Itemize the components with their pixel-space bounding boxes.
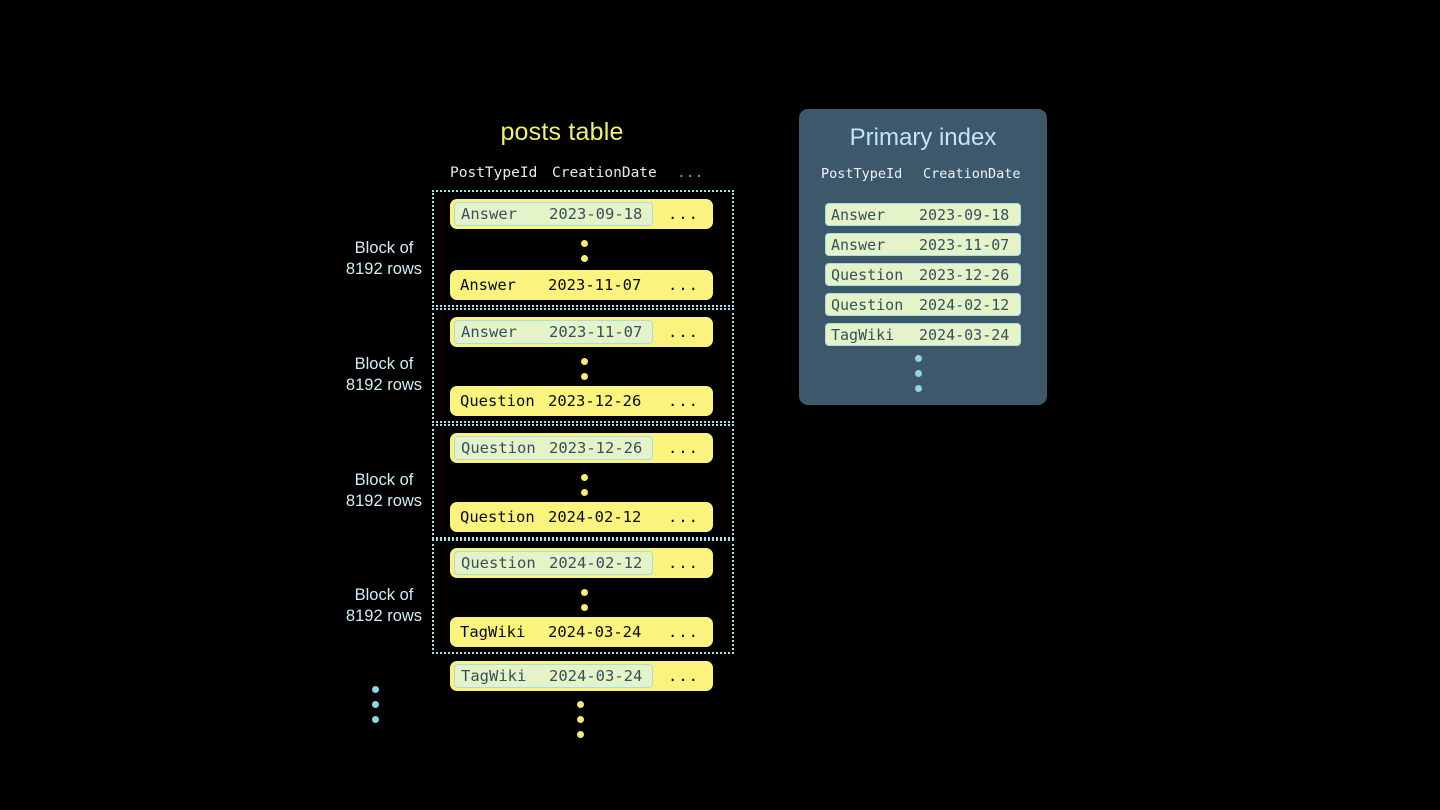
cell-creationdate: 2023-11-07 (548, 276, 642, 294)
cell-creationdate: 2024-03-24 (919, 325, 1010, 344)
cell-posttypeid: TagWiki (460, 623, 526, 641)
block-4: Question 2024-02-12 ... TagWiki 2024-03-… (432, 539, 734, 654)
cell-posttypeid: Answer (460, 276, 516, 294)
cell-creationdate: 2023-09-18 (549, 205, 643, 223)
index-entry: TagWiki 2024-03-24 (825, 323, 1021, 346)
cell-creationdate: 2023-09-18 (919, 205, 1010, 224)
cell-posttypeid: Question (831, 265, 904, 284)
row-highlight-box: Question 2024-02-12 (454, 551, 653, 575)
cell-posttypeid: Answer (831, 205, 886, 224)
block-label-line1: Block of (354, 471, 414, 489)
column-header-more: ... (677, 165, 704, 181)
cell-creationdate: 2023-12-26 (548, 392, 642, 410)
posts-table-group: posts table PostTypeId CreationDate ... … (332, 118, 752, 758)
table-row: TagWiki 2024-03-24 ... (450, 617, 713, 647)
table-row: Question 2024-02-12 ... (450, 548, 713, 578)
cell-more: ... (668, 667, 699, 685)
block-label-line2: 8192 rows (345, 607, 423, 625)
index-entry: Question 2024-02-12 (825, 293, 1021, 316)
row-highlight-box: Answer 2023-11-07 (454, 320, 653, 344)
cell-posttypeid: Question (831, 295, 904, 314)
cell-posttypeid: Answer (461, 323, 517, 341)
index-entry: Answer 2023-09-18 (825, 203, 1021, 226)
row-highlight-box: TagWiki 2024-03-24 (454, 664, 653, 688)
block-label-line1: Block of (354, 355, 414, 373)
cell-posttypeid: TagWiki (831, 325, 895, 344)
primary-index-panel: Primary index PostTypeId CreationDate An… (799, 109, 1047, 405)
cell-creationdate: 2024-03-24 (548, 623, 642, 641)
index-entry: Question 2023-12-26 (825, 263, 1021, 286)
block-label-line1: Block of (354, 239, 414, 257)
primary-index-title: Primary index (849, 124, 997, 151)
table-row-trailing: TagWiki 2024-03-24 ... (450, 661, 713, 691)
cell-more: ... (668, 554, 699, 572)
table-row: Question 2024-02-12 ... (450, 502, 713, 532)
block-label-line2: 8192 rows (345, 492, 423, 510)
block-3: Question 2023-12-26 ... Question 2024-02… (432, 424, 734, 539)
cell-more: ... (668, 508, 699, 526)
cell-creationdate: 2024-02-12 (548, 508, 642, 526)
table-row: Answer 2023-11-07 ... (450, 317, 713, 347)
table-row: Answer 2023-11-07 ... (450, 270, 713, 300)
block-label-line2: 8192 rows (345, 260, 423, 278)
cell-creationdate: 2024-02-12 (549, 554, 643, 572)
index-ellipsis-dots (915, 355, 923, 400)
column-header-creationdate: CreationDate (552, 165, 657, 181)
cell-posttypeid: Question (460, 392, 535, 410)
cell-posttypeid: Answer (831, 235, 886, 254)
table-row: Question 2023-12-26 ... (450, 433, 713, 463)
cell-creationdate: 2023-12-26 (919, 265, 1010, 284)
block-label-line2: 8192 rows (345, 376, 423, 394)
block-label-3: Block of 8192 rows (332, 470, 436, 512)
column-header-creationdate: CreationDate (923, 166, 1021, 182)
block-label-4: Block of 8192 rows (332, 585, 436, 627)
table-ellipsis-dots (577, 701, 585, 746)
cell-creationdate: 2023-12-26 (549, 439, 643, 457)
cell-creationdate: 2024-03-24 (549, 667, 643, 685)
posts-table-column-headers: PostTypeId CreationDate ... (432, 165, 717, 185)
row-highlight-box: Answer 2023-09-18 (454, 202, 653, 226)
block-2: Answer 2023-11-07 ... Question 2023-12-2… (432, 308, 734, 423)
cell-more: ... (668, 276, 699, 294)
cell-more: ... (668, 623, 699, 641)
row-highlight-box: Question 2023-12-26 (454, 436, 653, 460)
cell-more: ... (668, 439, 699, 457)
column-header-posttypeid: PostTypeId (450, 165, 538, 181)
posts-table-title: posts table (500, 118, 624, 146)
block-label-2: Block of 8192 rows (332, 354, 436, 396)
cell-creationdate: 2023-11-07 (919, 235, 1010, 254)
index-entry: Answer 2023-11-07 (825, 233, 1021, 256)
cell-creationdate: 2024-02-12 (919, 295, 1010, 314)
cell-posttypeid: Question (461, 554, 536, 572)
primary-index-column-headers: PostTypeId CreationDate (799, 166, 1047, 186)
cell-more: ... (668, 392, 699, 410)
cell-posttypeid: TagWiki (461, 667, 527, 685)
table-row: Question 2023-12-26 ... (450, 386, 713, 416)
block-label-1: Block of 8192 rows (332, 238, 436, 280)
table-row: Answer 2023-09-18 ... (450, 199, 713, 229)
cell-posttypeid: Answer (461, 205, 517, 223)
cell-posttypeid: Question (461, 439, 536, 457)
cell-more: ... (668, 323, 699, 341)
cell-more: ... (668, 205, 699, 223)
cell-creationdate: 2023-11-07 (549, 323, 643, 341)
block-label-line1: Block of (354, 586, 414, 604)
cell-posttypeid: Question (460, 508, 535, 526)
block-1: Answer 2023-09-18 ... Answer 2023-11-07 … (432, 190, 734, 307)
column-header-posttypeid: PostTypeId (821, 166, 903, 182)
block-ellipsis-dots (372, 686, 380, 731)
